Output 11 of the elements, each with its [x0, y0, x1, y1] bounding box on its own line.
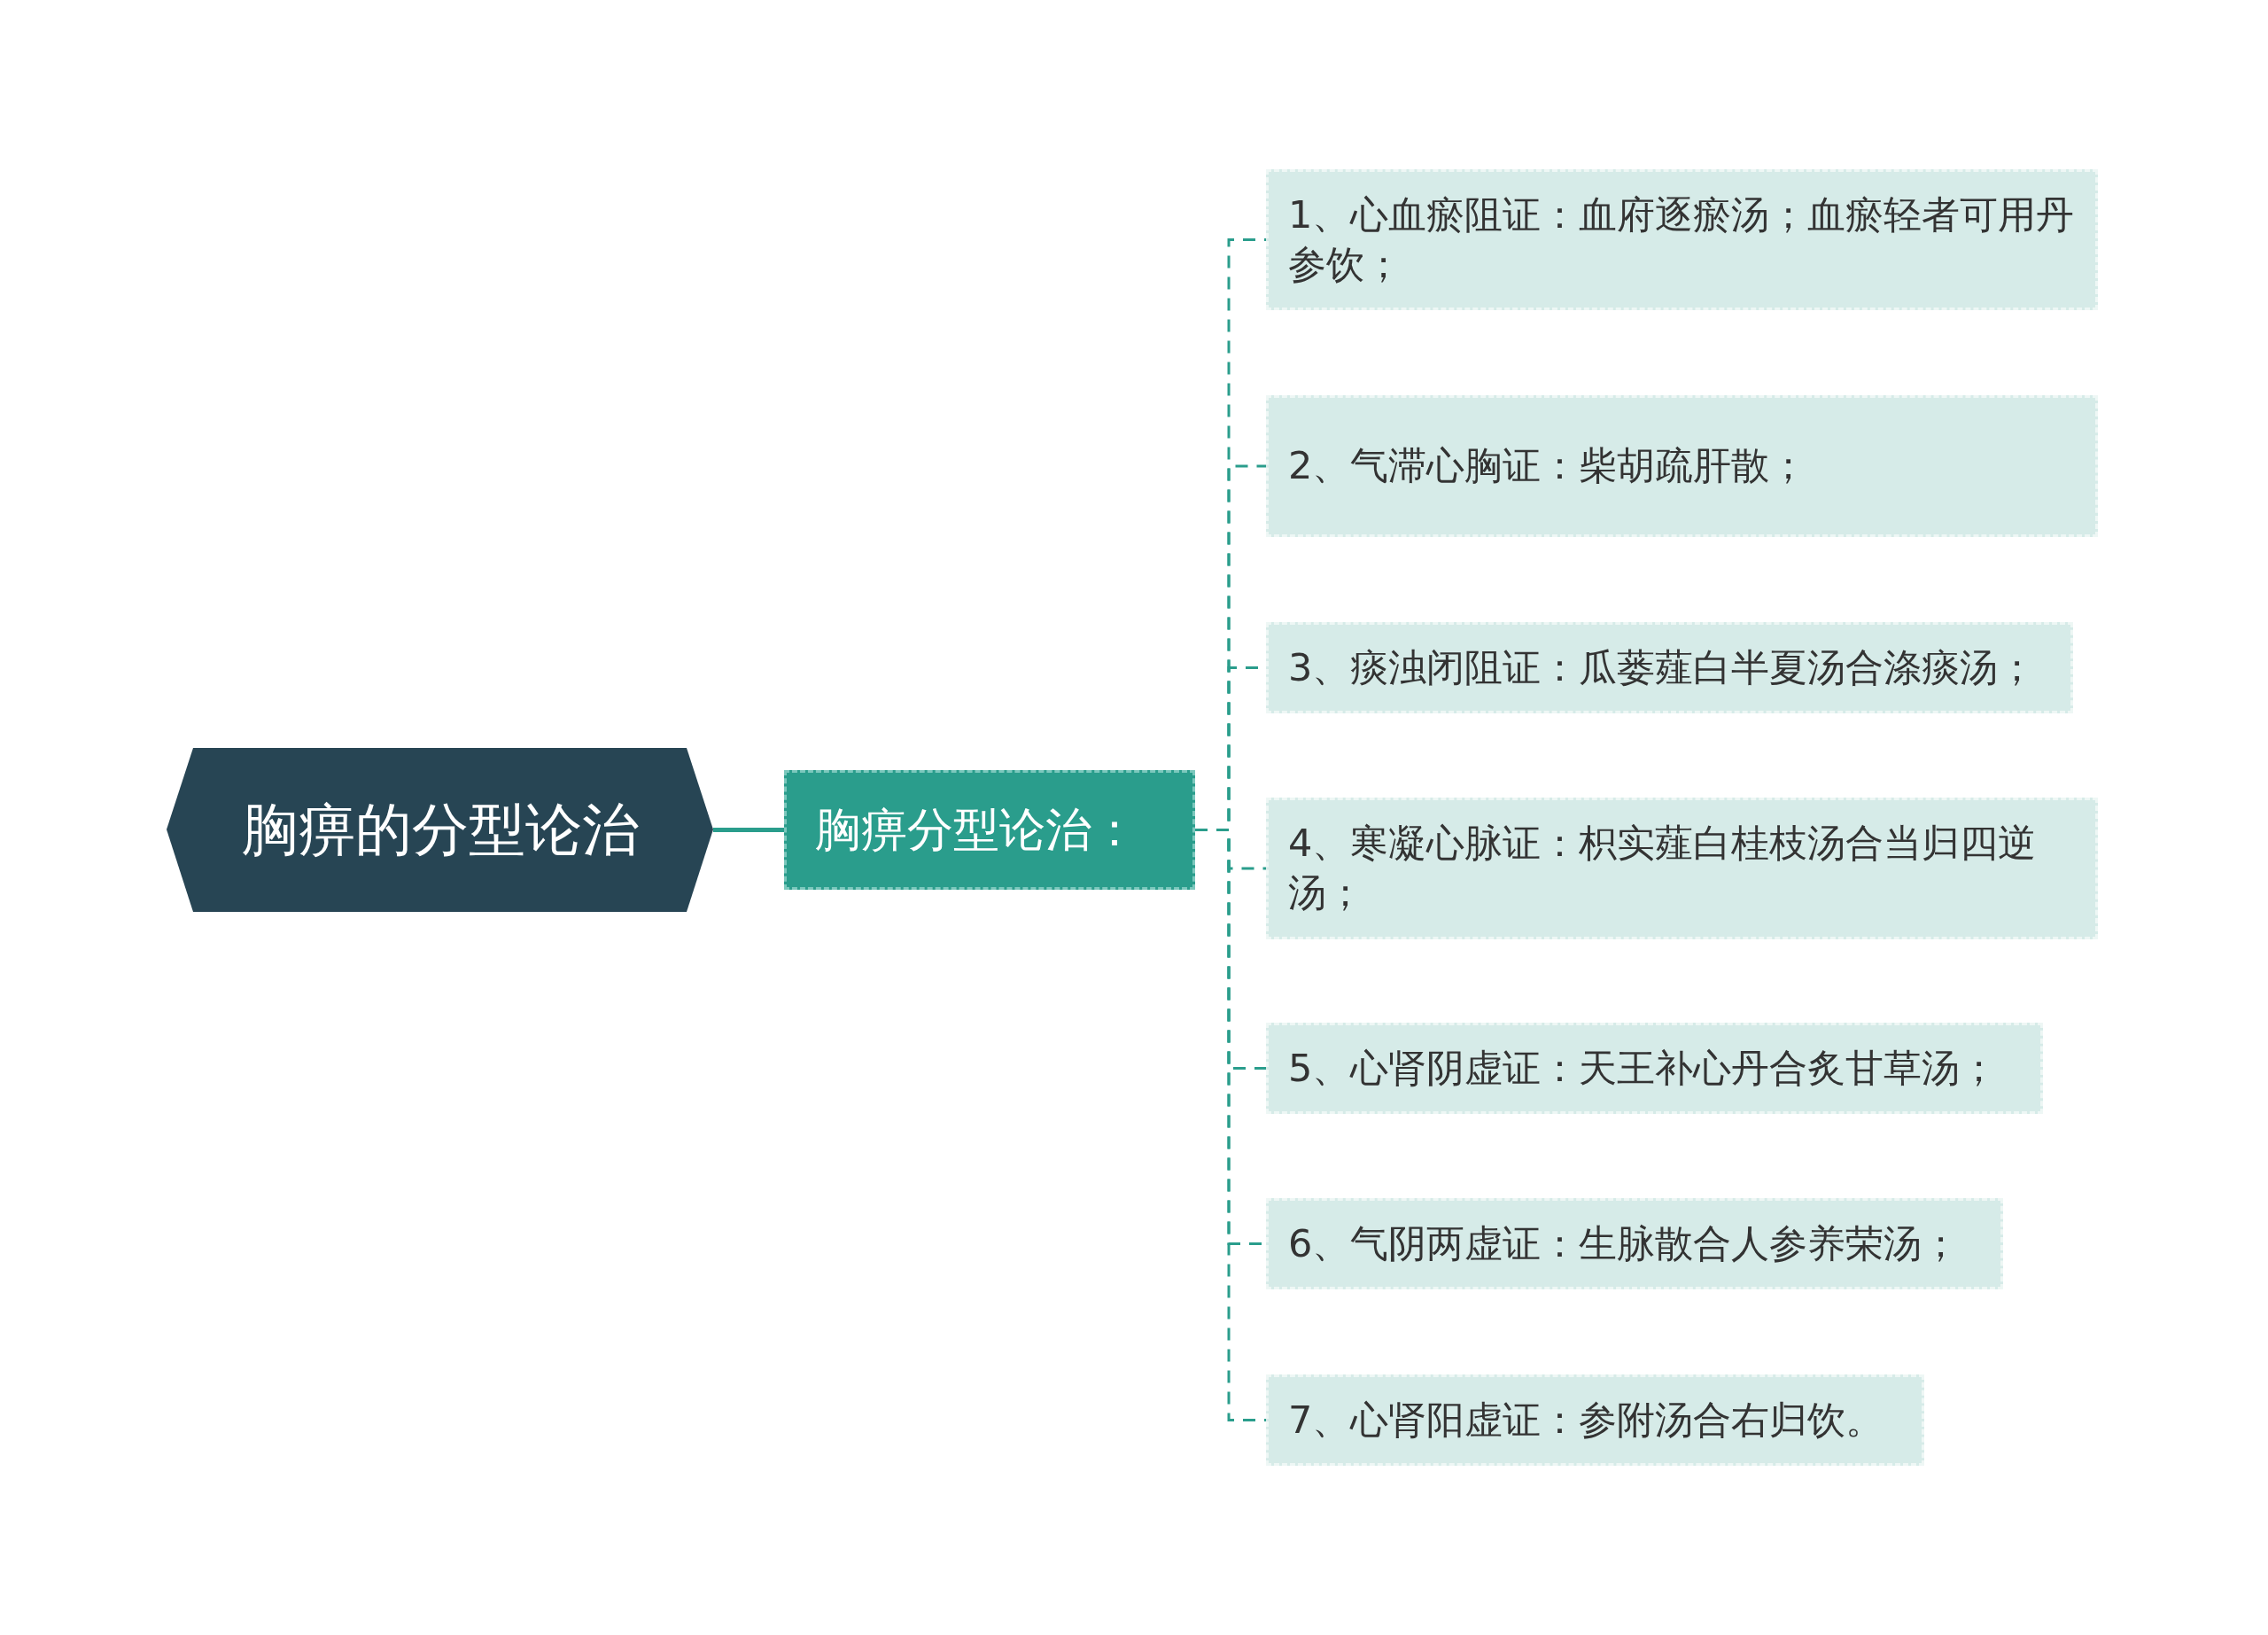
leaf-box: 6、气阴两虚证：生脉散合人参养荣汤；	[1266, 1198, 2003, 1289]
topic-hexagon	[167, 748, 713, 912]
branch-box: 胸痹分型论治：	[784, 770, 1195, 890]
leaf-box: 1、心血瘀阻证：血府逐瘀汤；血瘀轻者可用丹参饮；	[1266, 169, 2098, 310]
leaf-box: 5、心肾阴虚证：天王补心丹合炙甘草汤；	[1266, 1023, 2043, 1114]
leaf-box: 3、痰浊闭阻证：瓜蒌薤白半夏汤合涤痰汤；	[1266, 622, 2073, 713]
topic-title: 胸痹的分型论治	[241, 796, 639, 864]
leaf-box: 7、心肾阳虚证：参附汤合右归饮。	[1266, 1374, 1924, 1466]
leaf-box: 2、气滞心胸证：柴胡疏肝散；	[1266, 395, 2098, 537]
connector-line	[713, 828, 784, 832]
leaf-box: 4、寒凝心脉证：枳实薤白桂枝汤合当归四逆汤；	[1266, 798, 2098, 939]
